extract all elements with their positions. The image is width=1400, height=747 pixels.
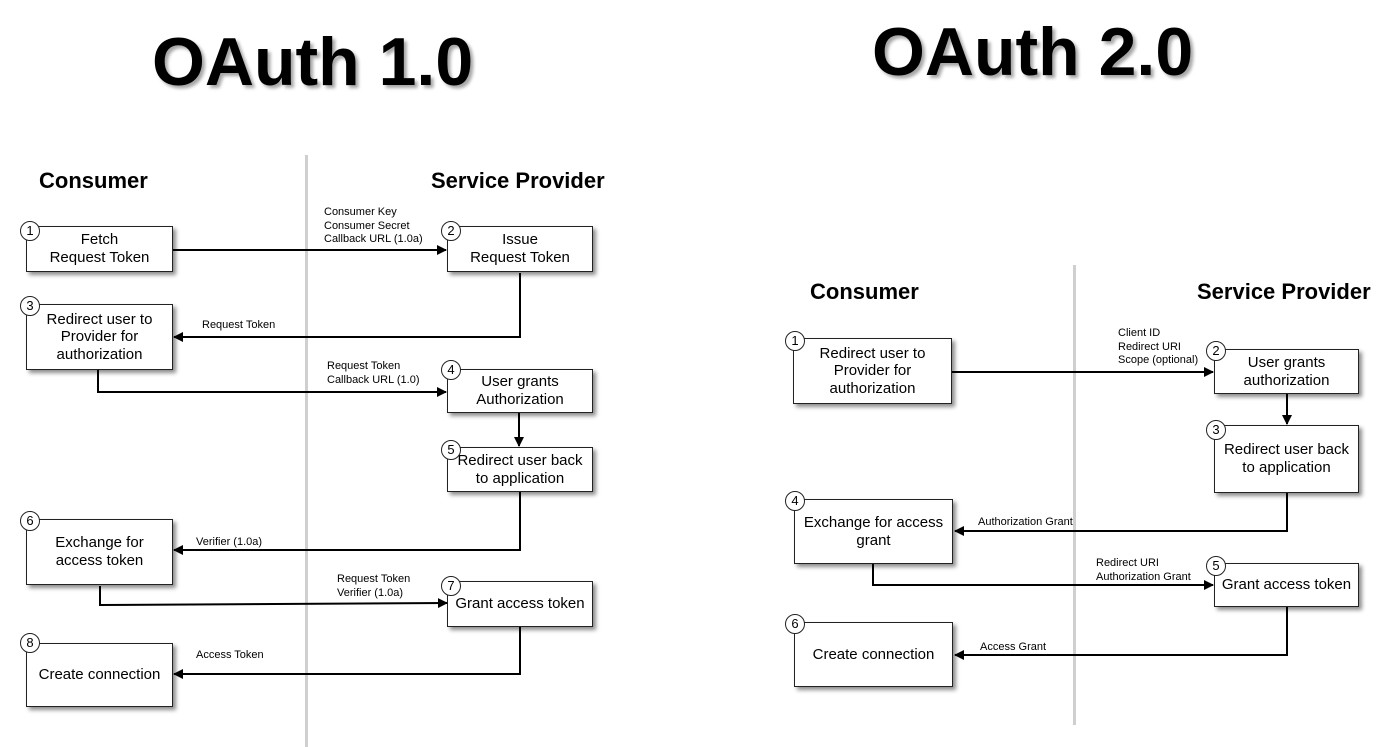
oauth1-title: OAuth 1.0 [152,24,474,100]
oauth2-step6-number: 6 [785,614,805,634]
oauth1-step4-user-grants: User grants Authorization [447,369,593,413]
oauth1-arrow-3-to-4 [97,370,447,397]
oauth1-step6-exchange: Exchange for access token [26,519,173,585]
oauth1-step1-number: 1 [20,221,40,241]
oauth1-msg-request-token-callback: Request Token Callback URL (1.0) [327,360,420,386]
oauth1-consumer-heading: Consumer [39,168,148,193]
oauth1-arrow-6-to-7 [99,586,448,609]
oauth1-step7-number: 7 [441,576,461,596]
oauth1-msg-verifier: Verifier (1.0a) [196,536,263,548]
oauth1-step6-label: Exchange for access token [55,534,144,569]
oauth2-step2-label: User grants authorization [1243,353,1330,389]
oauth2-step1-redirect-user: Redirect user to Provider for authorizat… [793,338,952,404]
oauth2-step5-label: Grant access token [1221,576,1352,594]
oauth2-step6-label: Create connection [812,645,935,663]
oauth1-step8-create-connection: Create connection [26,643,173,707]
oauth1-step5-label: Redirect user back to application [457,451,583,487]
oauth2-step1-number: 1 [785,331,805,351]
oauth1-step1-label: Fetch Request Token [49,231,150,266]
oauth2-step6-create-connection: Create connection [794,622,953,687]
oauth1-step7-label: Grant access token [455,595,585,613]
oauth2-provider-heading: Service Provider [1197,279,1371,304]
oauth1-lane-divider [305,155,308,747]
oauth1-arrow-5-to-6 [173,492,521,555]
oauth2-step4-number: 4 [785,491,805,511]
oauth1-provider-heading: Service Provider [431,168,605,193]
oauth2-arrow-5-to-6 [954,607,1288,660]
oauth2-step3-redirect-back: Redirect user back to application [1214,425,1359,493]
oauth1-step2-issue-request-token: Issue Request Token [447,226,593,272]
oauth1-msg-request-token: Request Token [202,319,276,331]
oauth2-msg-client-credentials: Client ID Redirect URI Scope (optional) [1118,327,1199,366]
oauth1-step4-number: 4 [441,360,461,380]
oauth2-step4-exchange: Exchange for access grant [794,499,953,564]
oauth2-consumer-heading: Consumer [810,279,919,304]
oauth1-step3-number: 3 [20,296,40,316]
oauth2-title: OAuth 2.0 [872,14,1194,90]
oauth2-msg-access-grant: Access Grant [980,641,1047,653]
oauth1-step8-label: Create connection [38,666,161,684]
oauth1-arrow-7-to-8 [173,627,521,679]
oauth2-lane-divider [1073,265,1076,725]
oauth1-msg-consumer-credentials: Consumer Key Consumer Secret Callback UR… [324,206,423,245]
oauth2-msg-redirect-uri-grant: Redirect URI Authorization Grant [1096,557,1191,583]
oauth1-step2-number: 2 [441,221,461,241]
oauth2-step2-user-grants: User grants authorization [1214,349,1359,394]
oauth2-step5-number: 5 [1206,556,1226,576]
oauth2-arrow-3-to-4 [954,493,1288,536]
oauth1-step1-fetch-request-token: Fetch Request Token [26,226,173,272]
oauth1-step8-number: 8 [20,633,40,653]
oauth1-msg-access-token: Access Token [196,649,264,661]
oauth1-step3-label: Redirect user to Provider for authorizat… [46,310,153,363]
oauth2-step3-label: Redirect user back to application [1223,441,1350,476]
oauth1-step5-number: 5 [441,440,461,460]
oauth1-step6-number: 6 [20,511,40,531]
oauth2-arrow-4-to-5 [872,564,1214,590]
oauth1-step5-redirect-back: Redirect user back to application [447,447,593,492]
oauth1-step2-label: Issue Request Token [470,231,570,266]
oauth1-step7-grant-access-token: Grant access token [447,581,593,627]
oauth1-step3-redirect-user: Redirect user to Provider for authorizat… [26,304,173,370]
oauth2-step5-grant-access-token: Grant access token [1214,563,1359,607]
oauth2-step2-number: 2 [1206,341,1226,361]
oauth1-step4-label: User grants Authorization [476,373,564,408]
oauth2-step1-label: Redirect user to Provider for authorizat… [819,344,926,397]
oauth2-msg-authorization-grant: Authorization Grant [978,516,1073,528]
oauth2-step3-number: 3 [1206,420,1226,440]
oauth1-msg-request-token-verifier: Request Token Verifier (1.0a) [337,573,411,599]
oauth1-arrow-2-to-3 [173,273,521,342]
oauth2-step4-label: Exchange for access grant [803,513,944,549]
